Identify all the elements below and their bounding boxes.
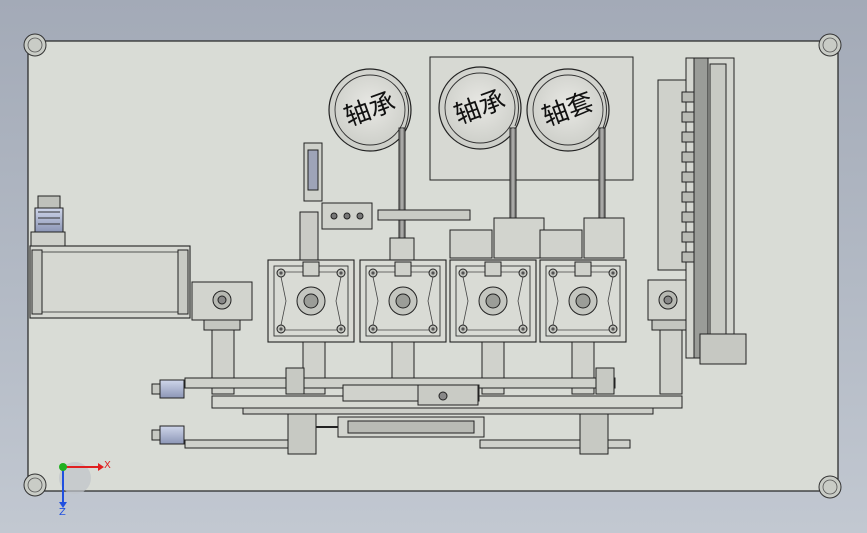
tower-roller <box>681 91 695 103</box>
tower-roller <box>681 251 695 263</box>
press-units <box>267 259 627 343</box>
tower-roller <box>681 171 695 183</box>
tower-roller <box>681 111 695 123</box>
limit-switches <box>151 379 185 445</box>
press-unit-4 <box>539 259 627 343</box>
feeder-bowl-1 <box>328 68 412 152</box>
lift-tower <box>657 57 747 365</box>
press-unit-2 <box>359 259 447 343</box>
press-unit-3 <box>449 259 537 343</box>
tower-roller <box>681 191 695 203</box>
tower-roller <box>681 131 695 143</box>
drive-motor <box>30 195 66 247</box>
transfer-slides <box>389 217 625 263</box>
axis-x-label: X <box>104 460 111 471</box>
feeder-bowl-2 <box>438 66 522 150</box>
rail-carriages <box>285 367 615 455</box>
lower-rails <box>184 377 683 449</box>
tower-roller <box>681 231 695 243</box>
tower-roller <box>681 211 695 223</box>
feed-tracks <box>398 127 606 244</box>
coordinate-triad: X Z <box>59 460 111 518</box>
feeder-bowl-3 <box>526 68 610 152</box>
valve-plate <box>299 142 471 263</box>
input-conveyor <box>29 245 191 319</box>
press-unit-1 <box>267 259 355 343</box>
axis-z-label: Z <box>59 507 66 518</box>
tower-roller <box>681 151 695 163</box>
pneumatic-cylinder <box>316 416 485 438</box>
left-gearbox <box>191 281 253 331</box>
